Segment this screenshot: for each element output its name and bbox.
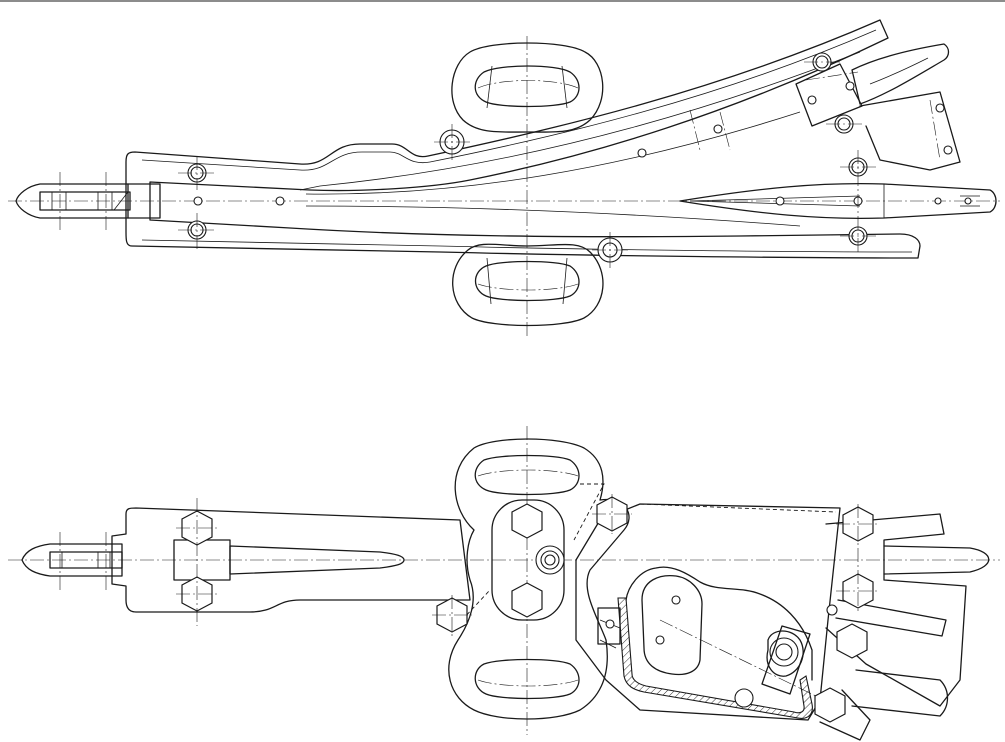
right-lower-jaw [679, 182, 997, 220]
pin-hole [934, 197, 942, 205]
pin-hole [671, 595, 681, 605]
pin-hole [637, 148, 647, 158]
hex-bolt [836, 623, 868, 659]
hex-bolt [511, 582, 543, 618]
top-view-pins [178, 52, 972, 268]
hex-bolt [511, 503, 543, 539]
pin-hole [935, 103, 945, 113]
lower-handle-loop [452, 243, 604, 327]
right-housing [575, 503, 990, 741]
pin-hole [193, 196, 203, 206]
sectioned-wall [617, 597, 813, 719]
hex-bolt [814, 687, 846, 723]
pin-hole [734, 688, 754, 708]
pin-hole [775, 196, 785, 206]
left-jaw [15, 172, 161, 230]
pin-hole [605, 619, 615, 629]
pin-hole [964, 197, 972, 205]
hex-bolt [436, 597, 468, 633]
pin-hole [275, 196, 285, 206]
pin-hole [943, 145, 953, 155]
pin-hole [826, 604, 838, 616]
top-view [8, 19, 1000, 336]
hex-bolt [596, 496, 628, 532]
main-frame-outline [125, 19, 921, 259]
hex-bolts [176, 494, 880, 723]
bottom-view [8, 426, 1000, 741]
pin-hole [845, 81, 855, 91]
central-handle-plate [448, 438, 630, 720]
pin-hole [713, 124, 723, 134]
pin-hole [655, 635, 665, 645]
upper-handle-loop [451, 42, 604, 133]
pin-hole [807, 95, 817, 105]
